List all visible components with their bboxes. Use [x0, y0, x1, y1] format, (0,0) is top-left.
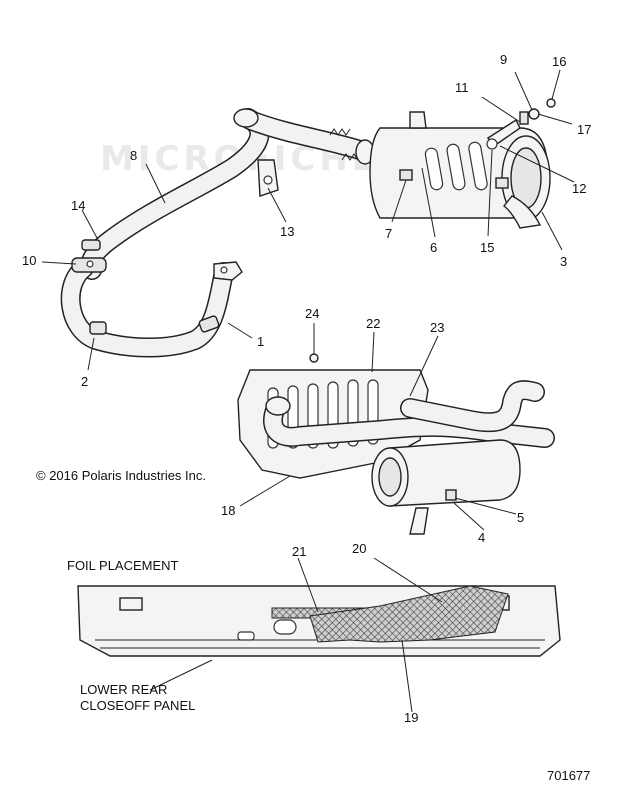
- callout-9: 9: [500, 52, 507, 67]
- callout-21: 21: [292, 544, 306, 559]
- panel-label-line1: LOWER REAR: [80, 682, 168, 697]
- hardware-small: [486, 98, 556, 150]
- diagram-number: 701677: [547, 768, 591, 783]
- spring-lower: [341, 153, 359, 161]
- callout-18: 18: [221, 503, 235, 518]
- callout-5: 5: [517, 510, 524, 525]
- callout-17: 17: [577, 122, 591, 137]
- foil-pieces: [271, 585, 509, 643]
- callout-7: 7: [385, 226, 392, 241]
- foil-placement-label: FOIL PLACEMENT: [67, 558, 179, 573]
- leaders-top: [41, 69, 575, 371]
- callout-12: 12: [572, 181, 586, 196]
- head-pipe-8: [80, 108, 375, 280]
- callout-3: 3: [560, 254, 567, 269]
- top-exhaust-assembly: [41, 69, 575, 371]
- callout-1: 1: [257, 334, 264, 349]
- muffler-6: [369, 111, 551, 229]
- callout-16: 16: [552, 54, 566, 69]
- spring-top: [329, 128, 351, 136]
- callout-8: 8: [130, 148, 137, 163]
- callout-10: 10: [22, 253, 36, 268]
- callout-19: 19: [404, 710, 418, 725]
- callout-14: 14: [71, 198, 85, 213]
- copyright-notice: © 2016 Polaris Industries Inc.: [36, 468, 206, 483]
- pipe-1-2: [60, 258, 243, 358]
- callout-22: 22: [366, 316, 380, 331]
- callout-11: 11: [455, 80, 469, 95]
- callout-13: 13: [280, 224, 294, 239]
- middle-exhaust-assembly: [237, 323, 555, 535]
- callout-6: 6: [430, 240, 437, 255]
- callout-4: 4: [478, 530, 485, 545]
- callout-23: 23: [430, 320, 444, 335]
- callout-20: 20: [352, 541, 366, 556]
- callout-2: 2: [81, 374, 88, 389]
- bracket-13: [257, 159, 279, 197]
- clamp-10-14: [71, 239, 107, 273]
- panel-label-line2: CLOSEOFF PANEL: [80, 698, 196, 713]
- washer-24: [309, 353, 319, 363]
- callout-15: 15: [480, 240, 494, 255]
- muffler-mid: [371, 439, 521, 535]
- callout-24: 24: [305, 306, 319, 321]
- closeoff-panel-assembly: [77, 557, 561, 713]
